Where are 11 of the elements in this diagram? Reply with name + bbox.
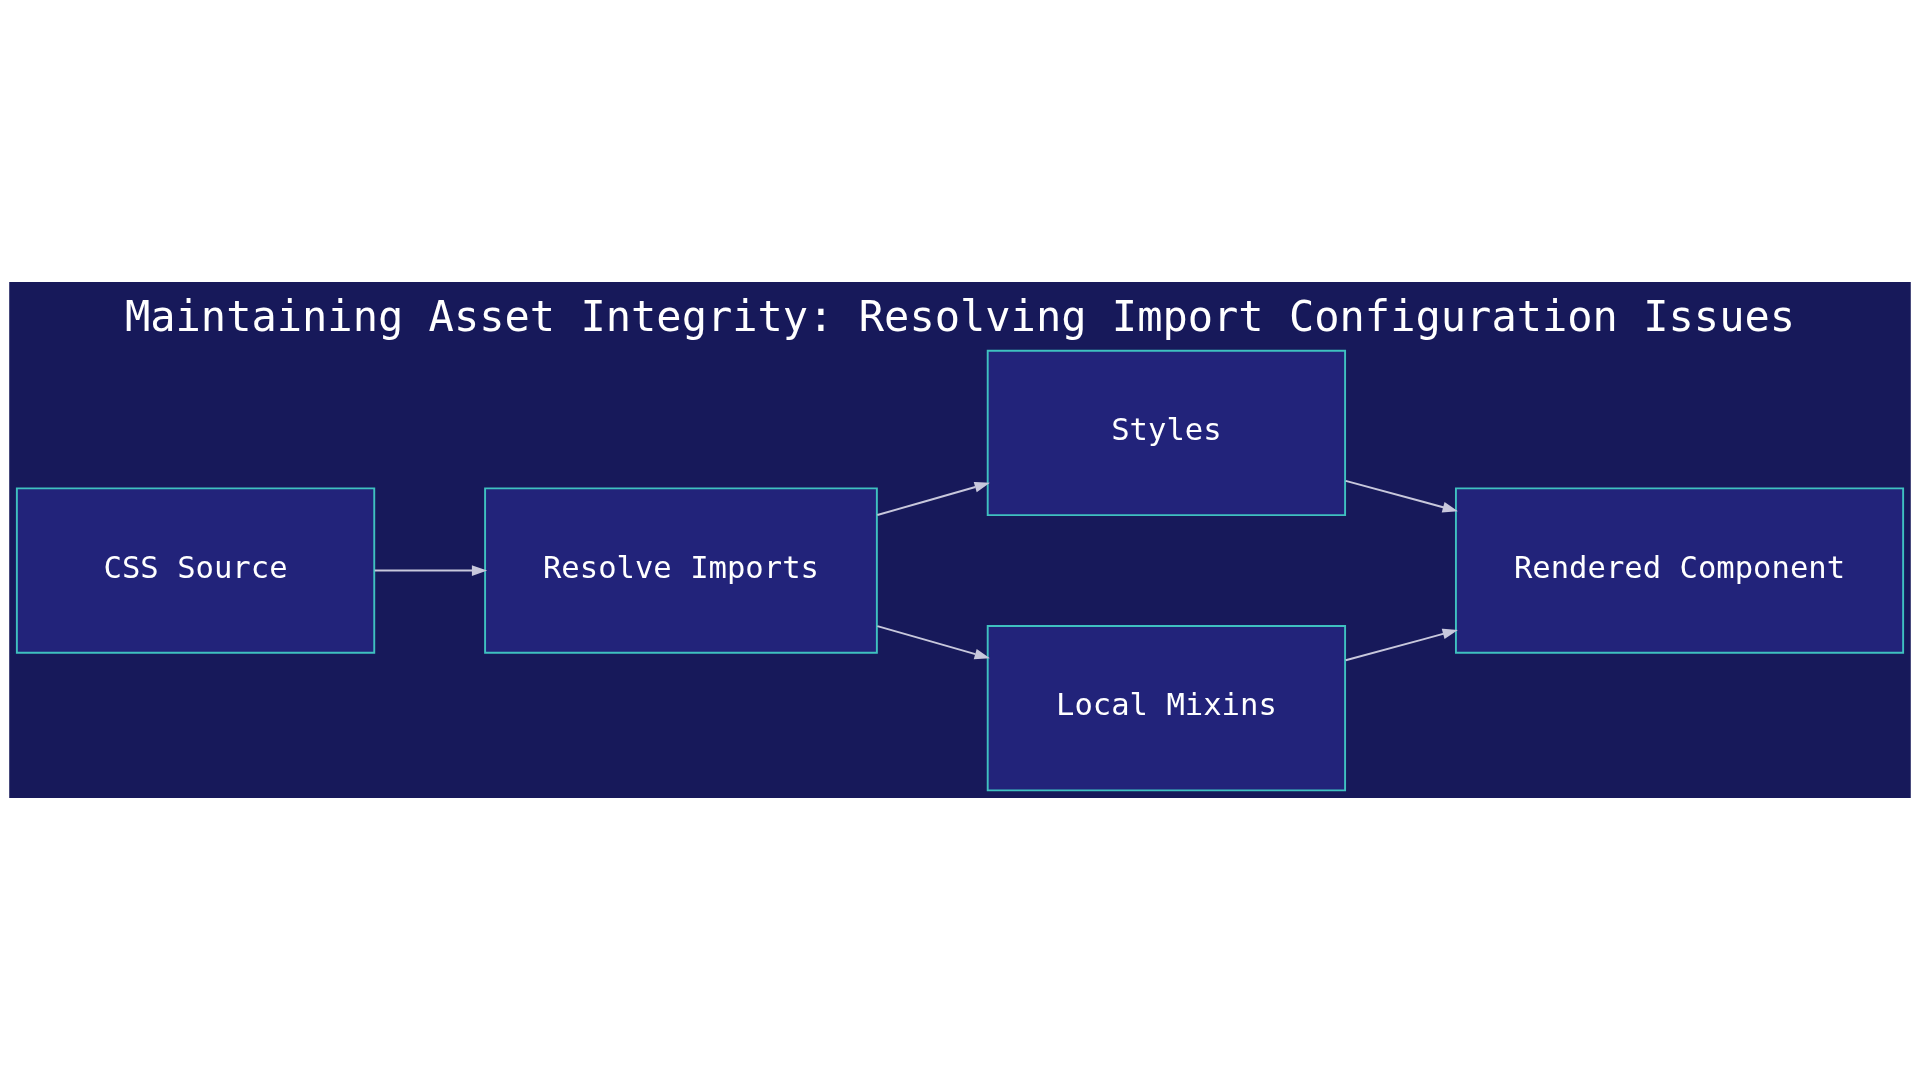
arrow	[876, 625, 990, 660]
diagram-title: Maintaining Asset Integrity: Resolving Import Configuration Issues	[124, 291, 1796, 341]
node-box: CSS Source	[15, 487, 376, 654]
node-box: Styles	[986, 349, 1347, 517]
node-box: Rendered Component	[1454, 487, 1905, 654]
arrow	[373, 565, 488, 576]
node-box: Local Mixins	[986, 625, 1347, 792]
node-box: Resolve Imports	[484, 487, 878, 654]
arrow	[1344, 479, 1458, 513]
arrow	[876, 481, 990, 516]
arrow	[1344, 628, 1458, 662]
